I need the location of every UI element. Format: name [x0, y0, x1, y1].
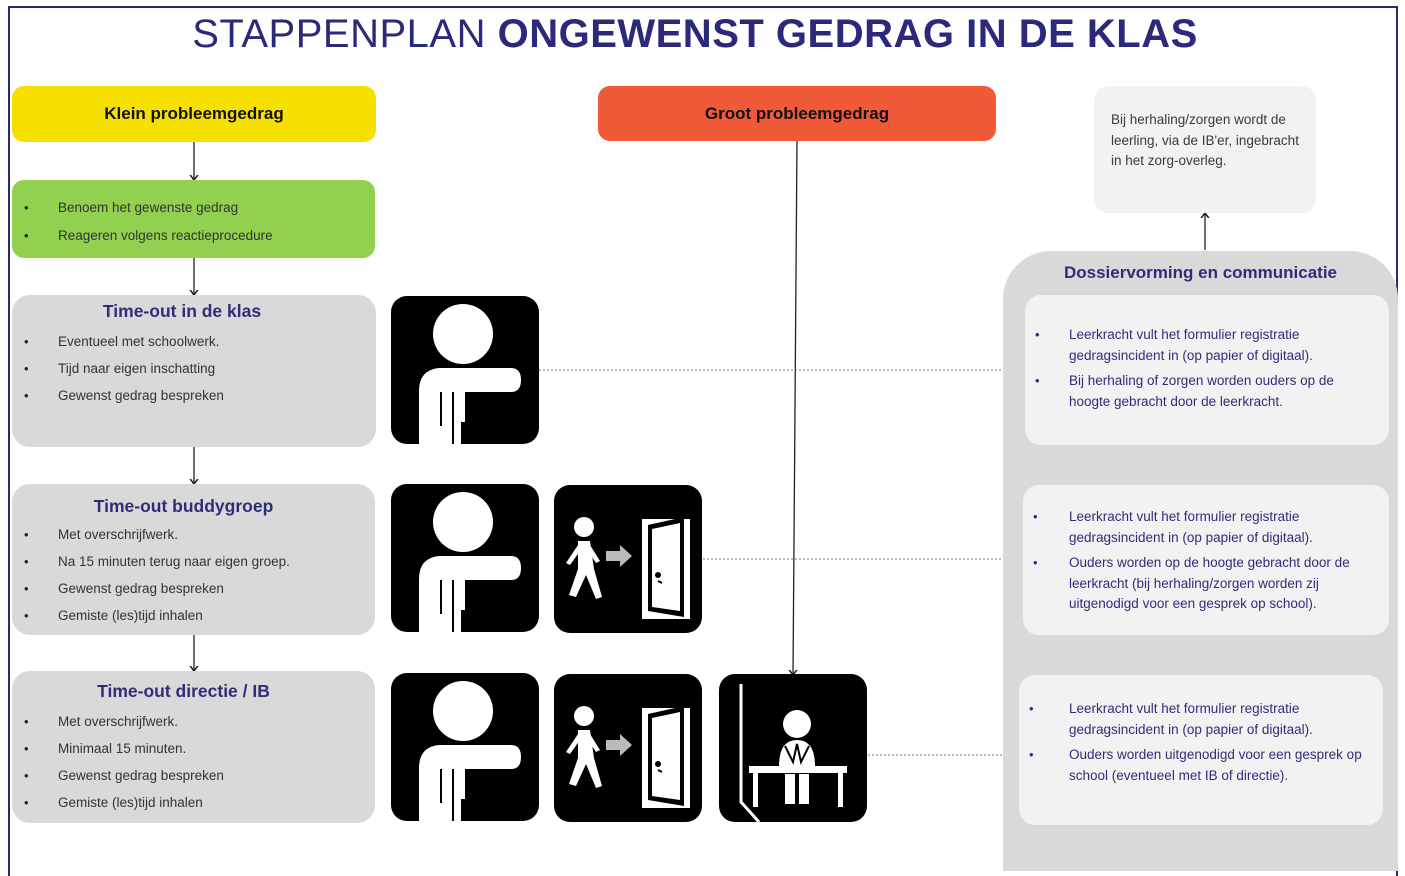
groot-probleemgedrag-label: Groot probleemgedrag — [704, 104, 890, 123]
timeout-hand-icon — [391, 673, 539, 821]
list-item: Met overschrijfwerk. — [12, 521, 375, 548]
list-item: Ouders worden op de hoogte gebracht door… — [1023, 553, 1379, 615]
list-item: Leerkracht vult het formulier registrati… — [1023, 507, 1379, 548]
list-item: Gewenst gedrag bespreken — [12, 762, 375, 789]
list-item: Minimaal 15 minuten. — [12, 735, 375, 762]
list-item: Reageren volgens reactieprocedure — [12, 222, 375, 250]
list-item: Gewenst gedrag bespreken — [12, 382, 376, 409]
step-timeout-directie: Time-out directie / IB Met overschrijfwe… — [12, 671, 375, 823]
dossier-title: Dossiervorming en communicatie — [1063, 263, 1338, 282]
list-item: Leerkracht vult het formulier registrati… — [1025, 325, 1377, 366]
walk-out-door-icon — [554, 674, 702, 822]
page-title: STAPPENPLAN ONGEWENST GEDRAG IN DE KLAS — [192, 12, 1198, 56]
list-item: Gemiste (les)tijd inhalen — [12, 789, 375, 816]
list-item: Leerkracht vult het formulier registrati… — [1019, 699, 1371, 740]
list-item: Gemiste (les)tijd inhalen — [12, 602, 375, 629]
walk-out-door-icon — [554, 485, 702, 633]
timeout-hand-icon — [391, 484, 539, 632]
step-title: Time-out in de klas — [102, 301, 262, 321]
dossier-card: Leerkracht vult het formulier registrati… — [1019, 675, 1383, 825]
step-timeout-buddygroep: Time-out buddygroep Met overschrijfwerk.… — [12, 484, 375, 635]
dossier-card: Leerkracht vult het formulier registrati… — [1023, 485, 1389, 635]
first-step-box: Benoem het gewenste gedrag Reageren volg… — [12, 180, 375, 258]
klein-probleemgedrag-box: Klein probleemgedrag — [12, 86, 376, 142]
step-timeout-klas: Time-out in de klas Eventueel met school… — [12, 295, 376, 447]
timeout-hand-icon — [391, 296, 539, 444]
list-item: Na 15 minuten terug naar eigen groep. — [12, 548, 375, 575]
step-title: Time-out directie / IB — [97, 681, 270, 701]
dossier-card: Leerkracht vult het formulier registrati… — [1025, 295, 1389, 445]
list-item: Tijd naar eigen inschatting — [12, 355, 376, 382]
office-desk-icon — [719, 674, 867, 822]
list-item: Gewenst gedrag bespreken — [12, 575, 375, 602]
list-item: Benoem het gewenste gedrag — [12, 194, 375, 222]
list-item: Ouders worden uitgenodigd voor een gespr… — [1019, 745, 1371, 786]
klein-probleemgedrag-label: Klein probleemgedrag — [104, 104, 284, 123]
list-item: Eventueel met schoolwerk. — [12, 328, 376, 355]
zorgoverleg-note: Bij herhaling/zorgen wordt de leerling, … — [1094, 86, 1316, 213]
groot-probleemgedrag-box: Groot probleemgedrag — [598, 86, 996, 141]
list-item: Met overschrijfwerk. — [12, 708, 375, 735]
step-title: Time-out buddygroep — [93, 496, 274, 516]
list-item: Bij herhaling of zorgen worden ouders op… — [1025, 371, 1377, 412]
dossier-panel: Dossiervorming en communicatie Leerkrach… — [1003, 251, 1398, 871]
